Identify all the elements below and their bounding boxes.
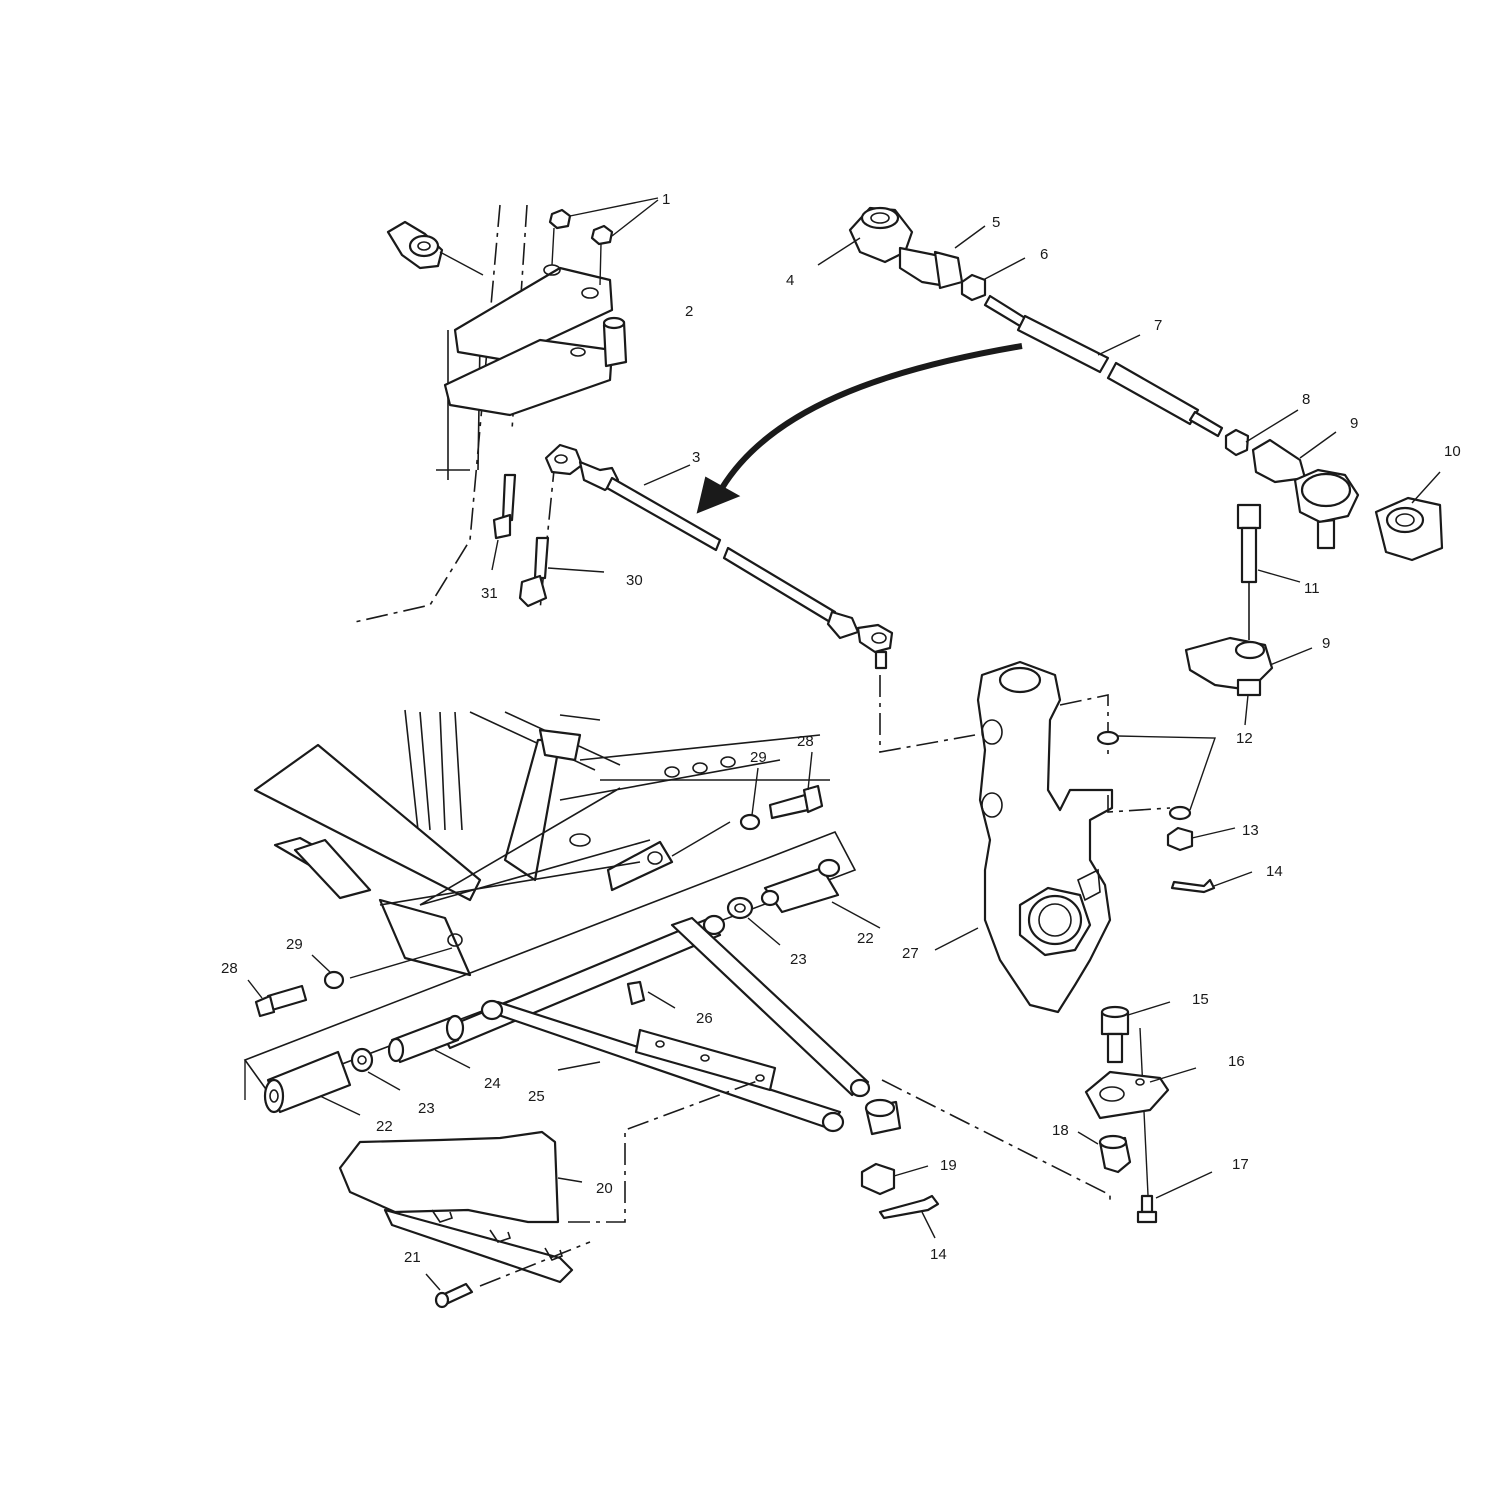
callout-14-lower: 14 <box>930 1246 947 1263</box>
callout-16: 16 <box>1228 1053 1245 1070</box>
upper-pivot-hardware <box>739 751 824 831</box>
callout-24: 24 <box>484 1075 501 1092</box>
callout-1: 1 <box>662 191 670 208</box>
callout-14-right: 14 <box>1266 863 1283 880</box>
callout-7: 7 <box>1154 317 1162 334</box>
callout-28-upper: 28 <box>797 733 814 750</box>
assembly-direction-arrow <box>696 343 1023 514</box>
callout-9-upper: 9 <box>1350 415 1358 432</box>
callout-4: 4 <box>786 272 794 289</box>
callout-12: 12 <box>1236 730 1253 747</box>
skid-plate-assembly <box>338 1079 761 1309</box>
knuckle-hardware <box>1096 730 1253 894</box>
ball-joint-assembly <box>1077 1001 1213 1224</box>
callout-15: 15 <box>1192 991 1209 1008</box>
callout-22-lower: 22 <box>376 1118 393 1135</box>
callout-3: 3 <box>692 449 700 466</box>
frame-section <box>253 709 830 979</box>
callout-25: 25 <box>528 1088 545 1105</box>
callout-22-upper: 22 <box>857 930 874 947</box>
callout-13: 13 <box>1242 822 1259 839</box>
callout-11: 11 <box>1304 580 1320 597</box>
tie-rod-assembly <box>544 443 976 753</box>
callout-8: 8 <box>1302 391 1310 408</box>
callout-23-upper: 23 <box>790 951 807 968</box>
steering-post-assembly <box>354 197 659 623</box>
callout-5: 5 <box>992 214 1000 231</box>
a-arm-assembly <box>243 830 1111 1205</box>
castle-nut-cotter <box>860 1162 940 1239</box>
callout-29-upper: 29 <box>750 749 767 766</box>
callout-10: 10 <box>1444 443 1461 460</box>
callout-26: 26 <box>696 1010 713 1027</box>
callout-21: 21 <box>404 1249 421 1266</box>
rod-end-bolt-assembly <box>1184 503 1313 726</box>
callout-18: 18 <box>1052 1122 1069 1139</box>
callout-19: 19 <box>940 1157 957 1174</box>
adjustable-tie-rod-assembly <box>817 206 1444 562</box>
callout-30: 30 <box>626 572 643 589</box>
callout-20: 20 <box>596 1180 613 1197</box>
callout-17: 17 <box>1232 1156 1249 1173</box>
callout-2: 2 <box>685 303 693 320</box>
callout-labels: 1 2 3 4 5 6 7 8 9 10 11 9 12 13 14 15 16… <box>221 191 1461 1266</box>
callout-28-lower: 28 <box>221 960 238 977</box>
spindle-knuckle <box>934 660 1171 1014</box>
callout-29-lower: 29 <box>286 936 303 953</box>
callout-6: 6 <box>1040 246 1048 263</box>
callout-23-lower: 23 <box>418 1100 435 1117</box>
callout-27: 27 <box>902 945 919 962</box>
callout-9-lower: 9 <box>1322 635 1330 652</box>
callout-31: 31 <box>481 585 498 602</box>
